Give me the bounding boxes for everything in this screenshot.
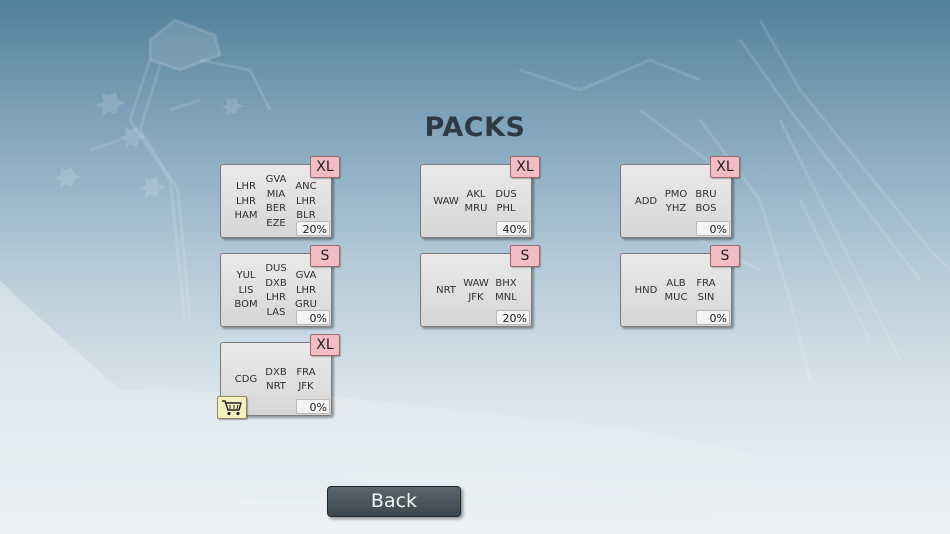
- airport-code: PHL: [496, 203, 516, 214]
- airport-code: NRT: [266, 381, 286, 392]
- airport-code: BLR: [296, 210, 316, 222]
- pack-card[interactable]: CDG DXB NRT FRA JFK 0% XL: [217, 334, 340, 419]
- destination-column: WAW JFK: [461, 254, 491, 326]
- progress-percent: 20%: [496, 310, 530, 325]
- airport-code: LHR: [295, 195, 317, 207]
- airport-code: LHR: [265, 292, 287, 303]
- airport-code: HND: [634, 284, 658, 296]
- destination-column: LHR LHR HAM: [231, 165, 261, 237]
- destination-column: ADD: [631, 165, 661, 237]
- airport-code: PMO: [664, 188, 688, 200]
- airport-code: DXB: [265, 277, 287, 289]
- destination-column: NRT: [431, 254, 461, 326]
- airport-code: WAW: [433, 195, 459, 207]
- pack-size-badge: XL: [510, 156, 540, 178]
- airport-code: MRU: [464, 203, 488, 214]
- airport-code: NRT: [436, 284, 456, 296]
- destination-column: HND: [631, 254, 661, 326]
- airport-code: WAW: [463, 277, 489, 289]
- pack-size-badge: XL: [310, 334, 340, 356]
- pack-size-badge: XL: [310, 156, 340, 178]
- airport-code: SIN: [697, 292, 715, 303]
- pack-size-badge: S: [510, 245, 540, 267]
- destination-column: DUS DXB LHR LAS: [261, 254, 291, 326]
- destination-column: BHX MNL: [491, 254, 521, 326]
- progress-percent: 0%: [696, 221, 730, 236]
- airport-code: EZE: [266, 217, 286, 229]
- progress-percent: 0%: [296, 399, 330, 414]
- pack-card[interactable]: ADD PMO YHZ BRU BOS 0% XL: [620, 156, 740, 238]
- airport-code: DUS: [495, 188, 517, 200]
- airport-code: AKL: [466, 188, 486, 200]
- destination-column: ANC LHR BLR: [291, 165, 321, 237]
- airport-code: MIA: [266, 188, 286, 200]
- destination-column: DUS PHL: [491, 165, 521, 237]
- destination-column: ALB MUC: [661, 254, 691, 326]
- pack-size-badge: S: [310, 245, 340, 267]
- destination-column: GVA MIA BER EZE: [261, 165, 291, 237]
- airport-code: BRU: [695, 188, 717, 200]
- airport-code: DUS: [265, 263, 287, 274]
- airport-code: LHR: [295, 284, 317, 296]
- airport-code: YHZ: [665, 203, 687, 214]
- airport-code: LHR: [235, 181, 257, 193]
- airport-code: BOM: [234, 299, 258, 311]
- cart-icon[interactable]: [217, 396, 247, 419]
- airport-code: ADD: [634, 195, 658, 207]
- page-title: PACKS: [424, 112, 526, 143]
- destination-column: FRA JFK: [291, 343, 321, 415]
- pack-card[interactable]: NRT WAW JFK BHX MNL 20% S: [420, 245, 540, 327]
- progress-percent: 20%: [296, 221, 330, 236]
- airport-code: ALB: [666, 277, 686, 289]
- airport-code: MNL: [495, 292, 517, 303]
- airport-code: FRA: [296, 366, 316, 378]
- destination-column: YUL LIS BOM: [231, 254, 261, 326]
- progress-percent: 0%: [696, 310, 730, 325]
- progress-percent: 0%: [296, 310, 330, 325]
- airport-code: HAM: [234, 210, 258, 222]
- airport-code: ANC: [295, 181, 317, 193]
- airport-code: CDG: [234, 373, 258, 385]
- destination-column: FRA SIN: [691, 254, 721, 326]
- destination-column: WAW: [431, 165, 461, 237]
- back-button[interactable]: Back: [327, 486, 461, 517]
- pack-card[interactable]: WAW AKL MRU DUS PHL 40% XL: [420, 156, 540, 238]
- airport-code: MUC: [664, 292, 688, 303]
- progress-percent: 40%: [496, 221, 530, 236]
- airport-code: LAS: [266, 306, 286, 318]
- airport-code: GVA: [295, 270, 317, 282]
- airport-code: GVA: [265, 174, 287, 185]
- destination-column: PMO YHZ: [661, 165, 691, 237]
- airport-code: BER: [265, 203, 287, 214]
- pack-size-badge: S: [710, 245, 740, 267]
- destination-column: BRU BOS: [691, 165, 721, 237]
- destination-column: AKL MRU: [461, 165, 491, 237]
- destination-column: CDG: [231, 343, 261, 415]
- airport-code: BOS: [695, 203, 717, 214]
- airport-code: JFK: [468, 292, 484, 303]
- destination-column: DXB NRT: [261, 343, 291, 415]
- airport-code: BHX: [495, 277, 517, 289]
- destination-column: GVA LHR GRU: [291, 254, 321, 326]
- airport-code: FRA: [696, 277, 716, 289]
- airport-code: JFK: [298, 381, 314, 392]
- airport-code: LHR: [235, 195, 257, 207]
- airport-code: GRU: [294, 299, 318, 311]
- pack-size-badge: XL: [710, 156, 740, 178]
- airport-code: LIS: [238, 284, 254, 296]
- pack-card[interactable]: HND ALB MUC FRA SIN 0% S: [620, 245, 740, 327]
- airport-code: YUL: [236, 270, 256, 282]
- airport-code: DXB: [265, 366, 287, 378]
